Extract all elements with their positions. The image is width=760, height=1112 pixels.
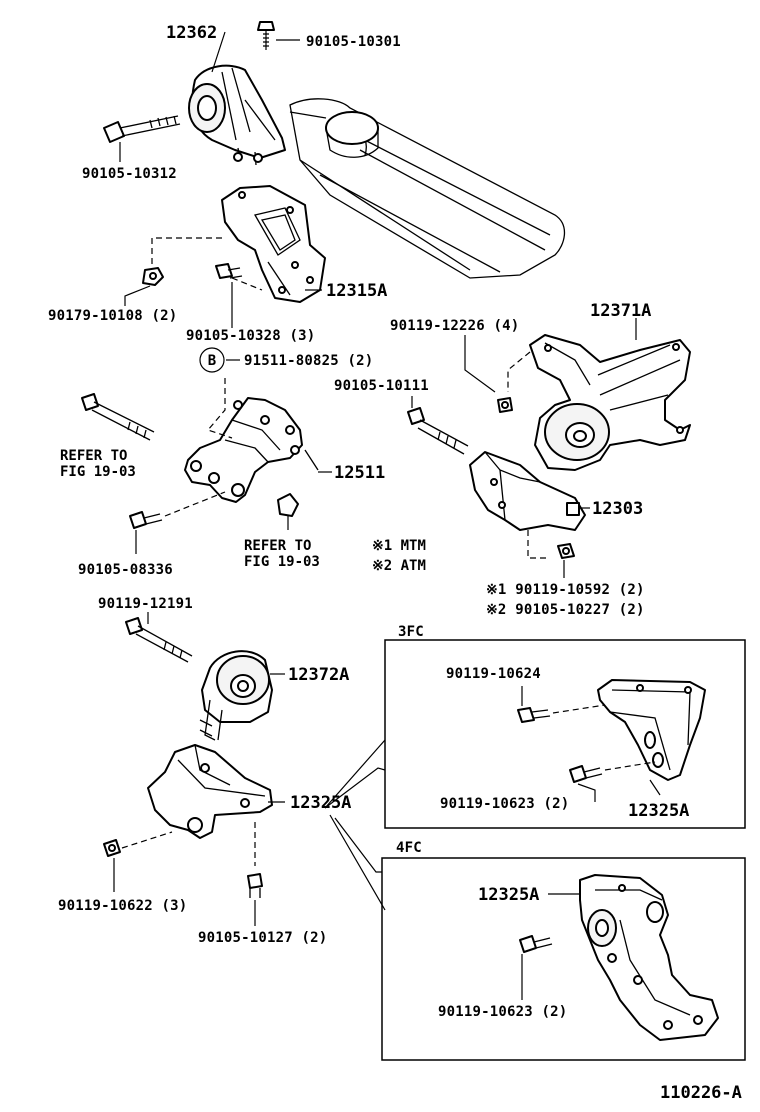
bracket-12303 bbox=[469, 451, 586, 531]
label-refer-1-line1: REFER TO bbox=[60, 448, 127, 464]
label-12362: 12362 bbox=[166, 23, 217, 43]
label-90105-10312: 90105-10312 bbox=[82, 166, 177, 182]
nut-90179-10108 bbox=[124, 267, 164, 306]
leader-12303-bolt bbox=[527, 530, 548, 559]
bracket-12315A bbox=[221, 185, 326, 303]
label-90105-10111: 90105-10111 bbox=[334, 378, 429, 394]
label-12303: 12303 bbox=[592, 499, 643, 519]
label-refer-1-line2: FIG 19-03 bbox=[60, 464, 136, 480]
label-3fc-90119-10624: 90119-10624 bbox=[446, 666, 541, 682]
label-note-atm: ※2 ATM bbox=[372, 558, 426, 574]
label-12325A-main: 12325A bbox=[290, 793, 351, 813]
label-12315A: 12315A bbox=[326, 281, 387, 301]
label-90119-12191: 90119-12191 bbox=[98, 596, 193, 612]
bolt-90119-12226 bbox=[464, 335, 513, 413]
mount-12372A bbox=[199, 650, 273, 741]
leader-bracket-bolt bbox=[231, 277, 263, 291]
leader-to-4fc-box-2 bbox=[334, 817, 382, 873]
leader-12371A-bolt bbox=[507, 351, 531, 392]
box-3fc-title: 3FC bbox=[398, 624, 424, 640]
bracket-12325A-main bbox=[147, 744, 273, 839]
bolt-90119-12191 bbox=[125, 612, 193, 663]
box-4fc-title: 4FC bbox=[396, 840, 422, 856]
b-marker-letter: B bbox=[208, 353, 216, 369]
label-90105-10127: 90105-10127 (2) bbox=[198, 930, 327, 946]
box-4fc bbox=[381, 857, 746, 1061]
bolt-90105-10111 bbox=[407, 396, 469, 455]
label-90105-10301: 90105-10301 bbox=[306, 34, 401, 50]
label-12372A: 12372A bbox=[288, 665, 349, 685]
bolt-90105-10301 bbox=[257, 21, 300, 50]
diagram-id: 110226-A bbox=[660, 1083, 742, 1103]
bolt-90119-10622 bbox=[103, 839, 121, 892]
label-90119-10592: ※1 90119-10592 (2) bbox=[486, 582, 645, 598]
leader-3fc-12325A bbox=[649, 779, 661, 796]
bolt-90105-08336 bbox=[129, 491, 226, 554]
box-3fc bbox=[384, 639, 746, 829]
leader-to-3fc-box-2 bbox=[324, 767, 386, 809]
label-90105-10328: 90105-10328 (3) bbox=[186, 328, 315, 344]
label-91511-80825: 91511-80825 (2) bbox=[244, 353, 373, 369]
bolt-90105-10328 bbox=[215, 263, 243, 328]
label-12371A: 12371A bbox=[590, 301, 651, 321]
label-3fc-12325A: 12325A bbox=[628, 801, 689, 821]
label-90179-10108: 90179-10108 (2) bbox=[48, 308, 177, 324]
bolt-90105-10312 bbox=[103, 115, 181, 162]
leader-b-bolt bbox=[206, 378, 233, 439]
bolt-90119-10592 bbox=[557, 543, 575, 578]
leader-to-4fc-box bbox=[329, 814, 386, 911]
label-90119-10622: 90119-10622 (3) bbox=[58, 898, 187, 914]
label-4fc-12325A: 12325A bbox=[478, 885, 539, 905]
leader-to-3fc-box bbox=[324, 739, 386, 809]
label-12511: 12511 bbox=[334, 463, 385, 483]
mount-12362 bbox=[188, 64, 286, 166]
bolt-90105-10127 bbox=[247, 873, 263, 926]
label-note-mtm: ※1 MTM bbox=[372, 538, 426, 554]
bracket-12511 bbox=[184, 397, 319, 503]
bolt-refer-fig-19-03-a bbox=[81, 393, 155, 441]
b-marker: B bbox=[199, 347, 240, 373]
mount-12371A bbox=[529, 334, 691, 471]
label-90105-10227: ※2 90105-10227 (2) bbox=[486, 602, 645, 618]
label-90105-08336: 90105-08336 bbox=[78, 562, 173, 578]
label-refer-2-line2: FIG 19-03 bbox=[244, 554, 320, 570]
label-3fc-90119-10623: 90119-10623 (2) bbox=[440, 796, 569, 812]
leader-12325A-side-bolt bbox=[121, 831, 173, 849]
label-90119-12226: 90119-12226 (4) bbox=[390, 318, 519, 334]
label-refer-2-line1: REFER TO bbox=[244, 538, 311, 554]
leader-bracket-nut bbox=[151, 237, 222, 268]
nut-refer-fig-19-03-b bbox=[277, 493, 299, 530]
engine-block bbox=[289, 98, 566, 279]
leader-12362 bbox=[211, 31, 226, 73]
label-4fc-90119-10623: 90119-10623 (2) bbox=[438, 1004, 567, 1020]
